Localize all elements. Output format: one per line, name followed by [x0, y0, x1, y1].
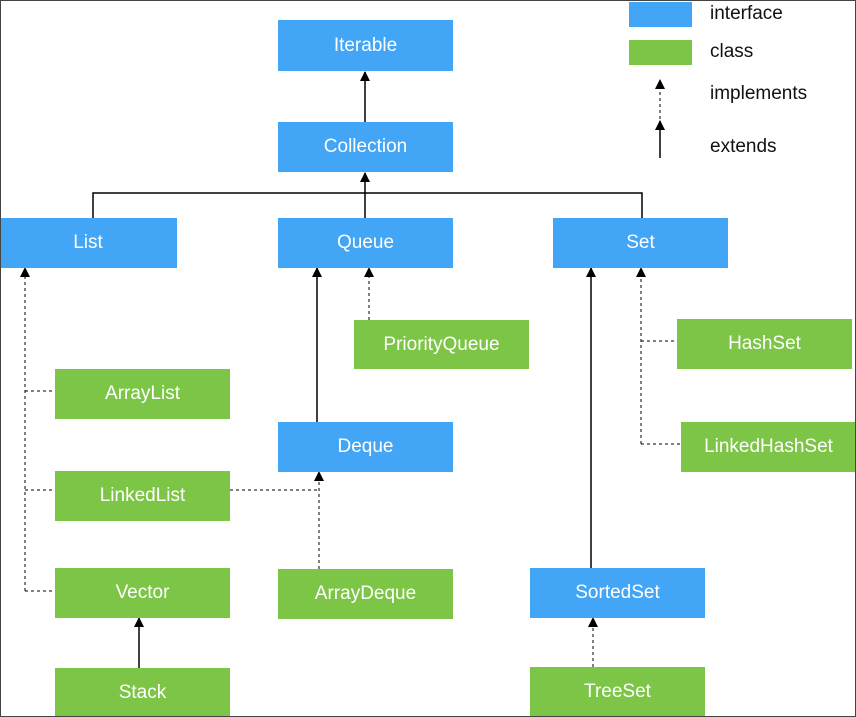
node-list: List: [1, 218, 177, 268]
legend-interface-label: interface: [710, 3, 783, 24]
legend-class-swatch: [629, 40, 692, 65]
node-stack: Stack: [55, 668, 230, 716]
node-linked-hash-set: LinkedHashSet: [681, 422, 855, 472]
node-set: Set: [553, 218, 728, 268]
node-collection: Collection: [278, 122, 453, 172]
node-iterable: Iterable: [278, 20, 453, 71]
node-sorted-set: SortedSet: [530, 568, 705, 618]
node-hash-set: HashSet: [677, 319, 852, 369]
node-linked-list: LinkedList: [55, 471, 230, 521]
legend-interface-swatch: [629, 2, 692, 27]
node-queue: Queue: [278, 218, 453, 268]
node-vector: Vector: [55, 568, 230, 618]
legend-extends-label: extends: [710, 136, 777, 157]
legend-implements-label: implements: [710, 83, 808, 104]
node-array-deque: ArrayDeque: [278, 569, 453, 619]
node-array-list: ArrayList: [55, 369, 230, 419]
branch-list-set-to-collection: [92, 192, 643, 218]
node-deque: Deque: [278, 422, 453, 472]
node-priority-queue: PriorityQueue: [354, 320, 529, 369]
legend-class-label: class: [710, 41, 754, 62]
node-tree-set: TreeSet: [530, 667, 705, 716]
